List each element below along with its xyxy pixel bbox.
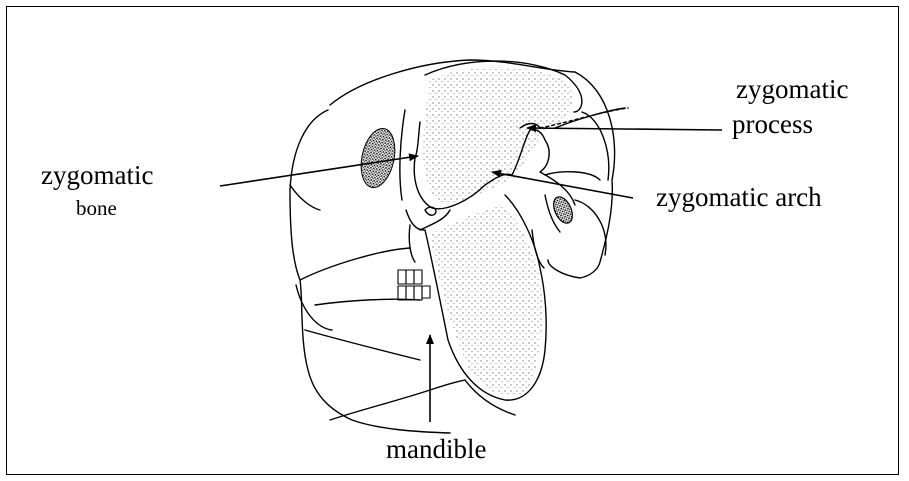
label-zygomatic-arch: zygomatic arch — [656, 184, 822, 211]
label-zygomatic-process-line1: zygomatic — [736, 76, 848, 103]
eye-patch — [356, 125, 400, 190]
stipple-mandible — [430, 205, 542, 396]
label-zygomatic-bone-line2: bone — [76, 198, 117, 219]
label-mandible: mandible — [386, 436, 486, 463]
stipple-dome — [423, 67, 572, 205]
right-process-outline — [575, 200, 606, 255]
teeth — [398, 270, 430, 300]
label-zygomatic-bone-line1: zygomatic — [41, 162, 153, 189]
arrow-zygomatic-process — [527, 128, 722, 130]
label-zygomatic-process-line2: process — [732, 111, 813, 138]
